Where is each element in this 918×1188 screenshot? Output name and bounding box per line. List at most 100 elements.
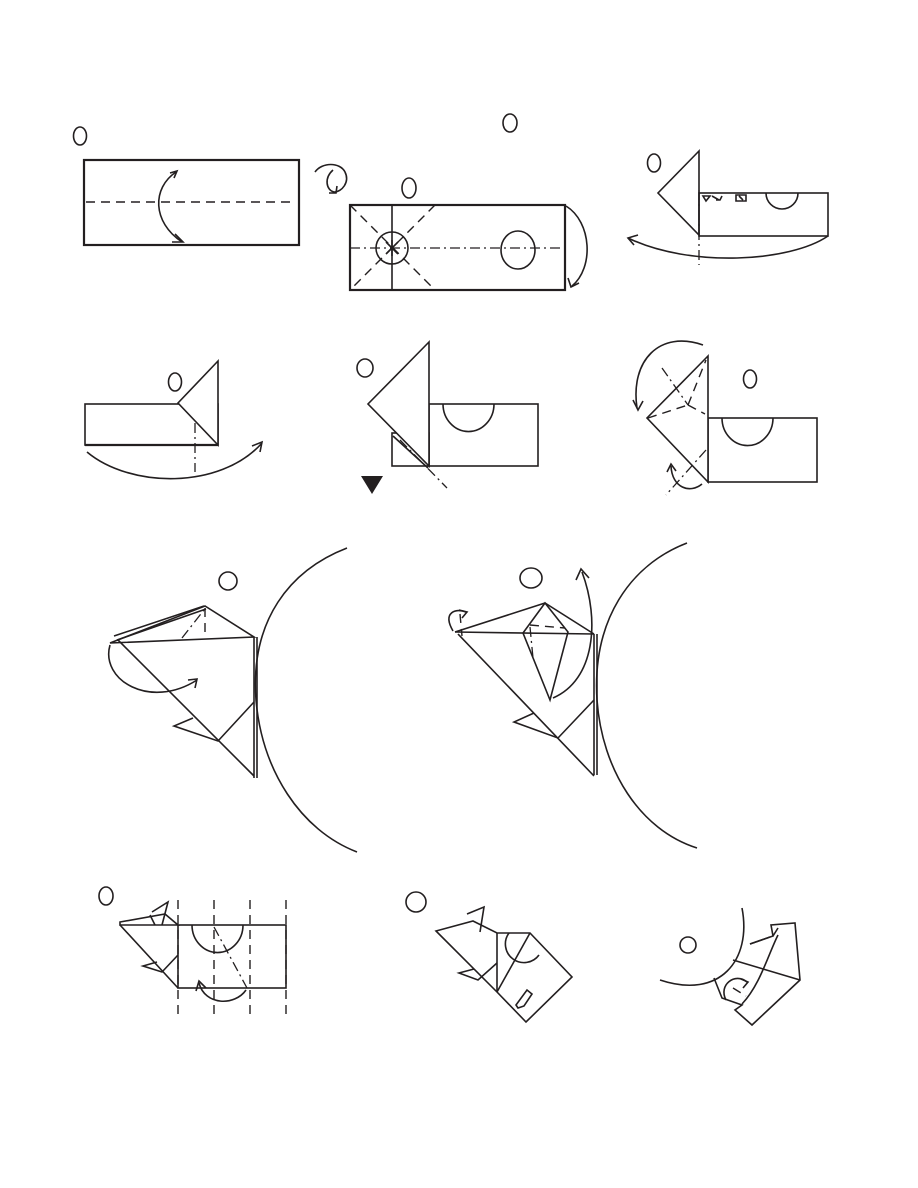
reference-circle bbox=[375, 231, 409, 265]
leg-flap bbox=[140, 954, 179, 973]
step-2 bbox=[348, 113, 588, 292]
arrowhead-icon bbox=[626, 234, 639, 246]
tail-icon bbox=[515, 988, 534, 1009]
crease bbox=[732, 959, 801, 981]
head-triangle bbox=[176, 359, 219, 447]
body-rectangle bbox=[177, 924, 287, 989]
step-11 bbox=[659, 907, 801, 1027]
eye-circle bbox=[500, 230, 536, 270]
arrowhead-icon bbox=[740, 978, 750, 989]
ear bbox=[149, 900, 170, 926]
center-point-icon bbox=[385, 240, 399, 256]
leg-flap bbox=[456, 962, 498, 981]
arrowhead-icon bbox=[575, 567, 590, 581]
valley-fold-line bbox=[529, 624, 566, 629]
valley-fold-arrow-icon bbox=[157, 171, 183, 243]
step-number-circle bbox=[218, 571, 238, 591]
head-triangle bbox=[656, 149, 700, 237]
step-number-circle bbox=[502, 113, 518, 133]
valley-fold-line bbox=[647, 404, 689, 419]
eye-half-circle bbox=[721, 417, 774, 447]
arrowhead-icon bbox=[567, 277, 580, 289]
arrowhead-icon bbox=[187, 678, 199, 689]
head-lower-edge bbox=[119, 924, 179, 989]
head-top-face bbox=[109, 605, 257, 644]
arrowhead-icon bbox=[195, 979, 207, 992]
step-10 bbox=[405, 891, 574, 1024]
step-number-circle bbox=[405, 891, 427, 913]
paper-rectangle bbox=[82, 158, 301, 247]
mountain-fold-line bbox=[213, 926, 248, 989]
rotate-arrow-icon bbox=[448, 609, 467, 632]
step-6 bbox=[632, 340, 818, 496]
arrowhead-icon bbox=[666, 462, 677, 473]
head-lower-edge bbox=[117, 639, 255, 777]
garbled-glyph-decoration bbox=[701, 194, 747, 203]
push-arrow-icon bbox=[670, 465, 703, 490]
head-lower-edge bbox=[457, 633, 595, 777]
mountain-fold-line bbox=[399, 439, 448, 489]
step-number-circle bbox=[167, 372, 183, 392]
eye-half-circle bbox=[765, 192, 799, 210]
head-triangle bbox=[645, 354, 709, 484]
leg-flap bbox=[511, 699, 595, 739]
step-7 bbox=[107, 547, 358, 853]
fold-arrow-icon bbox=[627, 235, 829, 259]
step-number-circle bbox=[646, 153, 662, 173]
fold-up-arrow-icon bbox=[552, 571, 593, 699]
step-8 bbox=[448, 542, 698, 849]
head-top-edge bbox=[454, 602, 595, 635]
valley-fold-line bbox=[687, 359, 707, 406]
arrowhead-icon bbox=[172, 233, 185, 243]
mountain-fold-line bbox=[661, 367, 689, 406]
step-3 bbox=[626, 149, 829, 265]
arrowhead-icon bbox=[251, 440, 264, 453]
fold-arrow-icon bbox=[107, 644, 198, 694]
step-number-circle bbox=[742, 369, 758, 389]
step-number-circle bbox=[356, 358, 374, 378]
arrowhead-icon bbox=[169, 169, 179, 179]
ear bbox=[466, 905, 486, 933]
ear-kite bbox=[522, 601, 569, 703]
eye-arc bbox=[504, 932, 540, 964]
body-outline-arc bbox=[254, 547, 358, 853]
step-5 bbox=[356, 340, 539, 494]
arrowhead-icon bbox=[632, 399, 644, 412]
eye-half-circle bbox=[442, 403, 495, 433]
model-outline bbox=[713, 922, 801, 1027]
eye-half-circle bbox=[191, 924, 244, 954]
valley-fold-line bbox=[687, 404, 706, 415]
magnify-arc bbox=[659, 907, 745, 986]
fold-arrow-icon bbox=[86, 442, 263, 480]
fold-edge bbox=[392, 435, 429, 469]
step-1 bbox=[72, 126, 301, 247]
valley-fold-line bbox=[732, 987, 747, 997]
head-top-face bbox=[119, 913, 181, 926]
step-number-circle bbox=[679, 936, 697, 954]
head-center-line bbox=[454, 631, 595, 635]
valley-fold-line bbox=[459, 613, 463, 637]
pleat-arrow-icon bbox=[198, 982, 247, 1003]
head-triangle bbox=[366, 340, 430, 468]
step-number-circle bbox=[72, 126, 88, 146]
mountain-fold-line bbox=[181, 609, 205, 639]
step-number-circle bbox=[519, 567, 543, 589]
layer-edge bbox=[113, 605, 207, 641]
leg-flap bbox=[171, 701, 255, 742]
push-arrow-icon bbox=[361, 476, 383, 494]
ear-edge bbox=[749, 927, 779, 945]
crease bbox=[496, 932, 531, 993]
step-number-circle bbox=[98, 886, 114, 906]
body-rectangle bbox=[428, 403, 539, 467]
arrowhead-icon bbox=[458, 609, 469, 619]
step-4 bbox=[84, 359, 264, 480]
model-outline bbox=[434, 920, 574, 1024]
rotate-arrow-icon bbox=[635, 340, 704, 409]
step-number-circle bbox=[401, 177, 417, 199]
mountain-fold-line bbox=[529, 626, 534, 659]
fold-edge bbox=[741, 934, 779, 1005]
body-outline-arc bbox=[595, 542, 698, 849]
fold-behind-arrow-icon bbox=[565, 205, 588, 287]
turn-over-icon bbox=[314, 163, 348, 194]
